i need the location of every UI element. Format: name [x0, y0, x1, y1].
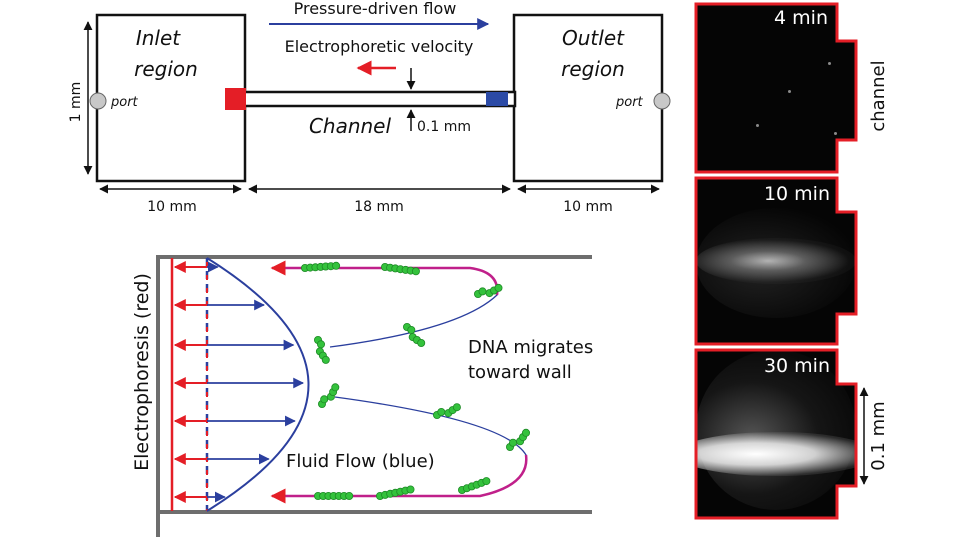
channel-label: Channel [309, 114, 392, 138]
inlet-port-icon [89, 92, 107, 110]
inlet-port-label: port [110, 95, 139, 110]
particle-speck [834, 132, 837, 135]
electrophoresis-label: Electrophoresis (red) [131, 273, 153, 471]
outlet-label-line1: Outlet [562, 26, 625, 50]
dna-molecule [505, 428, 531, 451]
outlet-label-line2: region [561, 57, 625, 81]
inlet-label-line1: Inlet [136, 26, 181, 50]
fluorescent-band [696, 432, 856, 476]
dna-trajectory-upper [272, 267, 498, 348]
channel-box [242, 90, 517, 108]
channel-length-label: 18 mm [354, 199, 404, 215]
particle-speck [828, 62, 831, 65]
micrograph-10min [696, 178, 856, 344]
dna-molecule [457, 477, 491, 494]
micrograph-30min [696, 350, 856, 518]
scale-bar-label: 0.1 mm [868, 401, 889, 470]
dna-molecule [473, 283, 503, 298]
dna-molecule [317, 383, 340, 408]
inlet-label-line2: region [134, 57, 198, 81]
dna-molecule [300, 261, 341, 272]
diffuse-glow [696, 350, 856, 510]
dna-trajectory-lower-red [270, 454, 528, 504]
fluid-flow-label: Fluid Flow (blue) [286, 451, 435, 472]
channel-width-label: 0.1 mm [417, 119, 471, 135]
pressure-flow-label: Pressure-driven flow [294, 0, 457, 18]
dna-molecule [375, 485, 415, 500]
dna-molecules [300, 261, 531, 500]
dna-molecule [313, 335, 330, 364]
migration-schematic: Electrophoresis (red) DNA migrates towar… [131, 255, 593, 537]
dna-molecule [432, 403, 461, 419]
dna-molecule [313, 491, 354, 500]
particle-speck [756, 124, 759, 127]
outlet-width-label: 10 mm [563, 199, 613, 215]
velocity-arrows [173, 261, 305, 503]
flow-profile-curve [206, 257, 310, 512]
height-label: 1 mm [68, 82, 84, 123]
inlet-width-label: 10 mm [147, 199, 197, 215]
outlet-port-label: port [615, 95, 644, 110]
particle-speck [788, 90, 791, 93]
outlet-marker [486, 92, 508, 106]
dna-label-line1: DNA migrates [468, 337, 593, 358]
channel-side-label: channel [868, 60, 889, 131]
dna-molecule [402, 322, 426, 347]
dna-molecule [380, 262, 420, 276]
device-schematic: Inlet region Outlet region port port Pre… [68, 0, 671, 215]
dna-label-line2: toward wall [468, 362, 572, 383]
micrograph-4min [696, 4, 856, 172]
electrophoretic-velocity-label: Electrophoretic velocity [285, 37, 474, 56]
dna-trajectory-upper-red [270, 260, 499, 296]
diffuse-glow [696, 208, 856, 318]
inlet-marker [225, 88, 246, 110]
outlet-port-icon [653, 92, 671, 110]
